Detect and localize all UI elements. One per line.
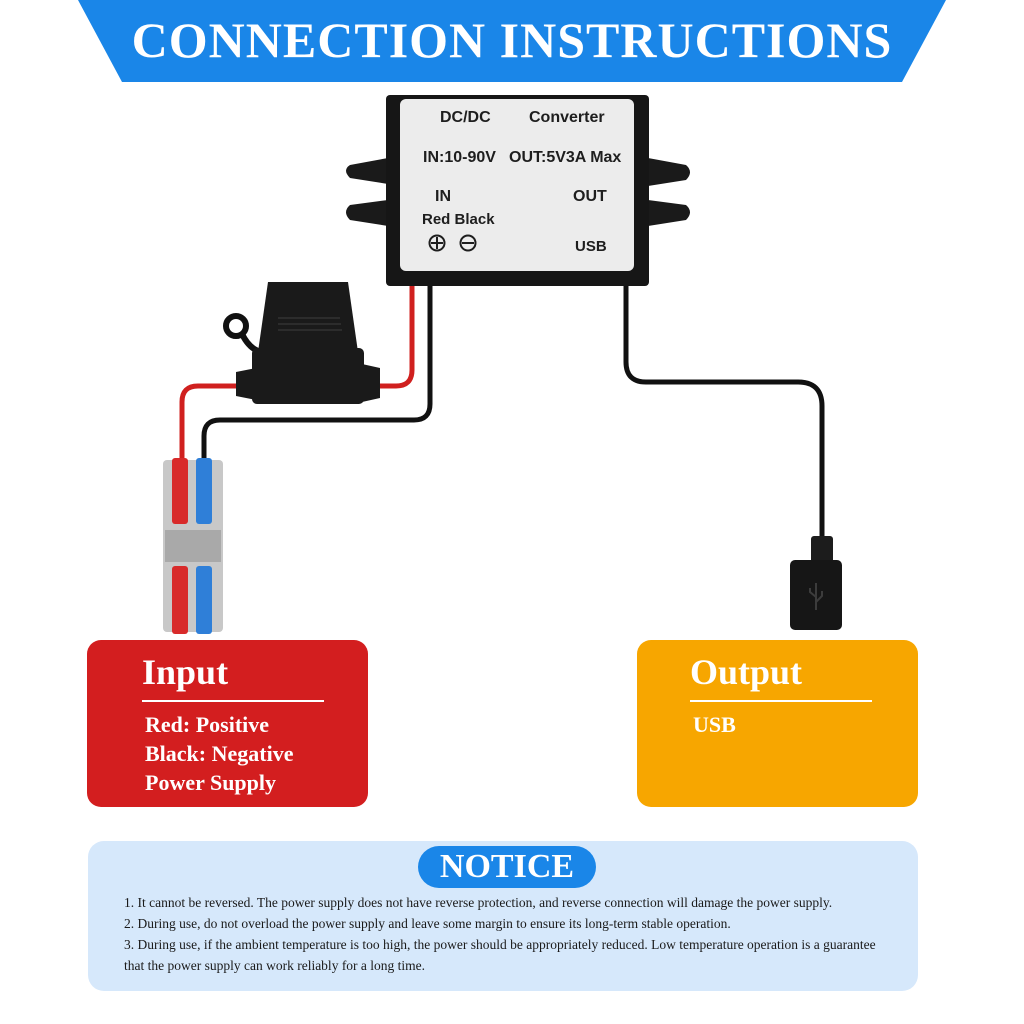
- input-card-line: Red: Positive: [145, 712, 270, 737]
- usb-output-cable: [623, 280, 825, 540]
- input-card-line: Power Supply: [145, 770, 277, 795]
- notice-item: 3. During use, if the ambient temperatur…: [124, 937, 876, 973]
- connector-lever-red-top: [172, 458, 188, 524]
- connector-lever-blue-bottom: [196, 566, 212, 634]
- output-spec-label: OUT:5V3A Max: [509, 149, 621, 166]
- input-card-divider: [142, 700, 324, 702]
- inline-fuse-holder: [223, 282, 380, 404]
- usb-label: USB: [575, 238, 607, 255]
- black-input-wire: [201, 280, 433, 470]
- usb-symbol-icon: [809, 583, 823, 610]
- input-range-label: IN:10-90V: [423, 149, 496, 166]
- page-title: CONNECTION INSTRUCTIONS: [131, 12, 893, 68]
- usb-strain-relief: [811, 536, 833, 564]
- in-label: IN: [435, 188, 451, 205]
- converter-type-label: DC/DC: [440, 109, 491, 126]
- header-banner: [78, 0, 946, 82]
- output-card-line: USB: [693, 712, 736, 737]
- lever-wire-connector: [163, 458, 223, 634]
- negative-terminal-icon: [459, 234, 477, 252]
- notice-title: NOTICE: [418, 846, 596, 888]
- notice-item: 2. During use, do not overload the power…: [124, 916, 731, 931]
- output-card-divider: [690, 700, 872, 702]
- output-card-title: Output: [690, 652, 803, 692]
- converter-label-panel: [400, 99, 634, 271]
- notice-item: 1. It cannot be reversed. The power supp…: [124, 895, 833, 910]
- dc-dc-converter-module: DC/DC Converter IN:10-90V OUT:5V3A Max I…: [346, 95, 690, 286]
- out-label: OUT: [573, 188, 607, 205]
- in-colors-label: Red Black: [422, 211, 495, 228]
- connector-lever-blue-top: [196, 458, 212, 524]
- input-card-line: Black: Negative: [145, 741, 294, 766]
- converter-name-label: Converter: [529, 109, 605, 126]
- positive-terminal-icon: [428, 234, 446, 252]
- connector-lever-red-bottom: [172, 566, 188, 634]
- notice-panel: NOTICE 1. It cannot be reversed. The pow…: [88, 841, 918, 991]
- input-card-title: Input: [142, 652, 229, 692]
- input-card: Input Red: Positive Black: Negative Powe…: [87, 640, 368, 807]
- output-card: Output USB: [637, 640, 918, 807]
